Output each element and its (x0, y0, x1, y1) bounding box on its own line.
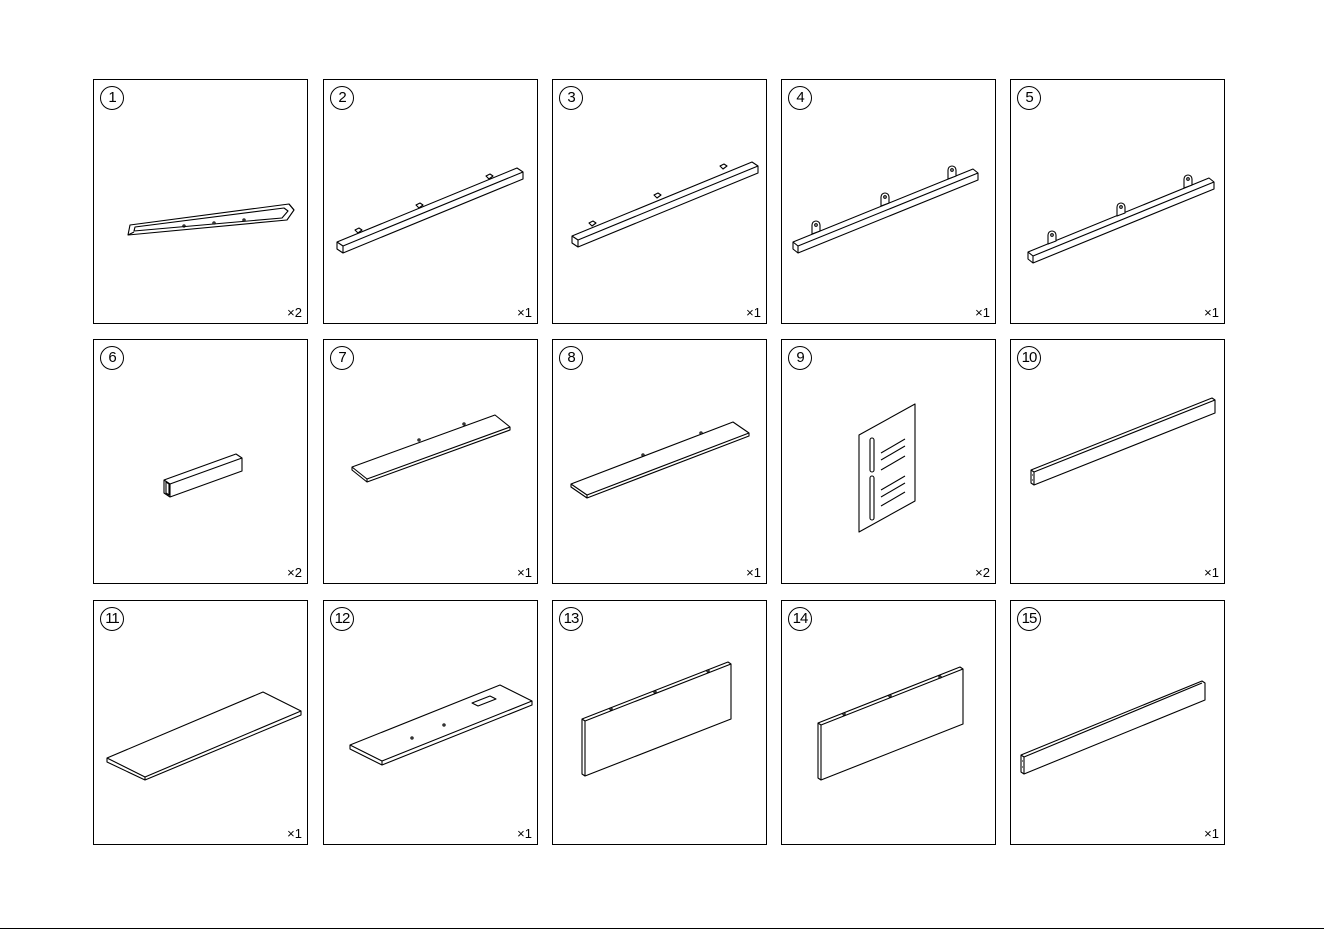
shelf-board-icon (94, 601, 309, 846)
part-quantity: ×2 (287, 305, 302, 320)
part-quantity: ×1 (287, 826, 302, 841)
shelf-board-icon (553, 340, 768, 585)
back-panel-icon (553, 601, 768, 846)
beam-icon (553, 80, 768, 325)
rail-board-icon (1011, 601, 1226, 846)
rail-board-icon (1011, 340, 1226, 585)
part-number: 15 (1017, 607, 1041, 631)
part-quantity: ×1 (746, 305, 761, 320)
part-quantity: ×1 (975, 305, 990, 320)
part-number: 8 (559, 346, 583, 370)
beam-icon (324, 80, 539, 325)
part-quantity: ×1 (517, 826, 532, 841)
part-cell-4: 4 ×1 (781, 79, 996, 324)
part-number: 14 (788, 607, 812, 631)
part-cell-12: 12 ×1 (323, 600, 538, 845)
part-cell-2: 2 ×1 (323, 79, 538, 324)
parts-grid: 1 ×2 2 ×1 3 ×1 4 ×1 (93, 79, 1229, 849)
part-number: 4 (788, 86, 812, 110)
part-number: 10 (1017, 346, 1041, 370)
shelf-board-icon (324, 340, 539, 585)
part-number: 9 (788, 346, 812, 370)
part-number: 13 (559, 607, 583, 631)
part-quantity: ×2 (975, 565, 990, 580)
part-cell-3: 3 ×1 (552, 79, 767, 324)
part-quantity: ×1 (517, 305, 532, 320)
part-number: 5 (1017, 86, 1041, 110)
page-bottom-rule (0, 928, 1324, 929)
part-cell-8: 8 ×1 (552, 339, 767, 584)
part-cell-15: 15 ×1 (1010, 600, 1225, 845)
part-cell-10: 10 ×1 (1010, 339, 1225, 584)
shelf-board-cutout-icon (324, 601, 539, 846)
part-quantity: ×1 (1204, 826, 1219, 841)
part-number: 7 (330, 346, 354, 370)
part-cell-14: 14 (781, 600, 996, 845)
part-quantity: ×1 (517, 565, 532, 580)
frame-icon (94, 80, 309, 325)
beam-bracket-icon (1011, 80, 1226, 325)
part-number: 6 (100, 346, 124, 370)
part-number: 12 (330, 607, 354, 631)
tube-icon (94, 340, 309, 585)
part-quantity: ×1 (746, 565, 761, 580)
part-number: 3 (559, 86, 583, 110)
part-quantity: ×1 (1204, 305, 1219, 320)
part-cell-9: 9 ×2 (781, 339, 996, 584)
part-number: 1 (100, 86, 124, 110)
part-cell-13: 13 (552, 600, 767, 845)
slotted-plate-icon (782, 340, 997, 585)
part-number: 2 (330, 86, 354, 110)
part-number: 11 (100, 607, 124, 631)
part-quantity: ×2 (287, 565, 302, 580)
part-cell-7: 7 ×1 (323, 339, 538, 584)
part-cell-6: 6 ×2 (93, 339, 308, 584)
part-quantity: ×1 (1204, 565, 1219, 580)
beam-bracket-icon (782, 80, 997, 325)
part-cell-1: 1 ×2 (93, 79, 308, 324)
part-cell-11: 11 ×1 (93, 600, 308, 845)
back-panel-icon (782, 601, 997, 846)
part-cell-5: 5 ×1 (1010, 79, 1225, 324)
